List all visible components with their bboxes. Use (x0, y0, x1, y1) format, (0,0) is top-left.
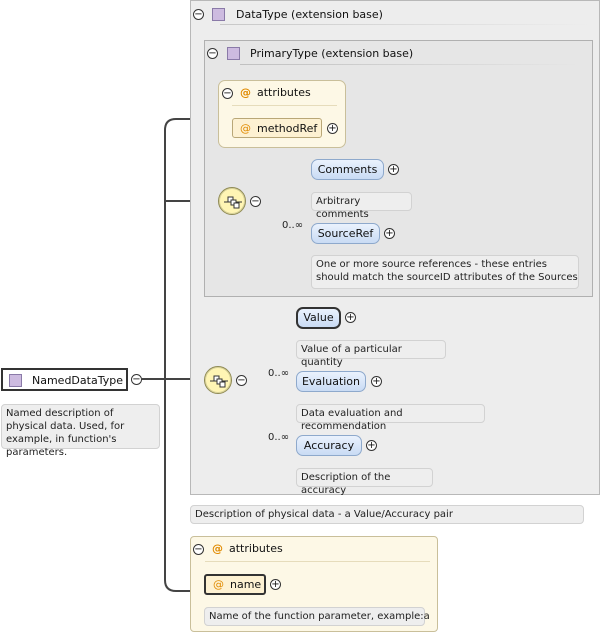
attribute-at-icon: @ (240, 122, 251, 135)
name-expand-icon[interactable]: + (270, 579, 281, 590)
evaluation-occurrence: 0..∞ (268, 368, 290, 379)
primarytype-header-divider (240, 64, 580, 65)
methodref-attribute[interactable]: @ methodRef (232, 118, 322, 138)
evaluation-element[interactable]: Evaluation (296, 371, 366, 392)
complex-type-icon (227, 47, 240, 60)
attributes-collapse-icon[interactable]: − (193, 544, 204, 555)
evaluation-annotation: Data evaluation and recommendation (296, 404, 485, 432)
spine-to-attributes-line (164, 118, 220, 380)
attribute-at-icon: @ (213, 578, 224, 591)
attribute-at-icon: @ (240, 86, 251, 99)
root-element[interactable]: NamedDataType (1, 368, 128, 391)
accuracy-occurrence: 0..∞ (268, 432, 290, 443)
complex-type-icon (9, 374, 22, 387)
root-element-label: NamedDataType (32, 374, 123, 387)
sourceref-annotation: One or more source references - these en… (311, 255, 579, 289)
sequence-glyph (210, 375, 228, 388)
comments-expand-icon[interactable]: + (388, 164, 399, 175)
value-expand-icon[interactable]: + (345, 312, 356, 323)
spine-to-name-attribute-line (164, 380, 204, 592)
primarytype-collapse-icon[interactable]: − (207, 48, 218, 59)
accuracy-expand-icon[interactable]: + (366, 440, 377, 451)
name-attribute[interactable]: @ name (204, 574, 266, 595)
name-attribute-label: name (230, 578, 262, 591)
sourceref-element[interactable]: SourceRef (311, 223, 380, 244)
sequence-collapse-icon[interactable]: − (250, 196, 261, 207)
attributes-collapse-icon[interactable]: − (222, 88, 233, 99)
comments-annotation: Arbitrary comments (311, 192, 412, 220)
accuracy-element[interactable]: Accuracy (296, 435, 362, 456)
sourceref-annotation-line1: One or more source references - these en… (316, 259, 547, 270)
value-element[interactable]: Value (296, 307, 341, 329)
sequence-collapse-icon[interactable]: − (236, 375, 247, 386)
value-annotation: Value of a particular quantity (296, 340, 446, 368)
sourceref-annotation-line2: should match the sourceID attributes of … (316, 272, 578, 283)
name-annotation: Name of the function parameter, example:… (204, 607, 430, 626)
accuracy-annotation: Description of the accuracy (296, 468, 433, 496)
attributes-divider (205, 561, 430, 562)
comments-element[interactable]: Comments (311, 159, 384, 180)
evaluation-expand-icon[interactable]: + (371, 376, 382, 387)
complex-type-icon (212, 8, 225, 21)
name-attributes-label: attributes (229, 542, 283, 555)
primary-attributes-label: attributes (257, 86, 311, 99)
root-annotation: Named description of physical data. Used… (1, 404, 160, 458)
datatype-collapse-icon[interactable]: − (193, 9, 204, 20)
root-collapse-icon[interactable]: − (131, 374, 142, 385)
datatype-header: DataType (extension base) (236, 8, 383, 21)
attribute-at-icon: @ (212, 542, 223, 555)
datatype-header-divider (220, 24, 590, 25)
sequence-compositor-icon[interactable] (204, 366, 232, 394)
sequence-compositor-icon[interactable] (218, 187, 246, 215)
datatype-annotation: Description of physical data - a Value/A… (190, 505, 584, 524)
methodref-label: methodRef (257, 122, 318, 135)
methodref-expand-icon[interactable]: + (327, 123, 338, 134)
sourceref-occurrence: 0..∞ (282, 220, 304, 231)
sourceref-expand-icon[interactable]: + (384, 228, 395, 239)
attributes-divider (232, 105, 337, 106)
sequence-glyph (224, 196, 242, 209)
primarytype-header: PrimaryType (extension base) (250, 47, 414, 60)
